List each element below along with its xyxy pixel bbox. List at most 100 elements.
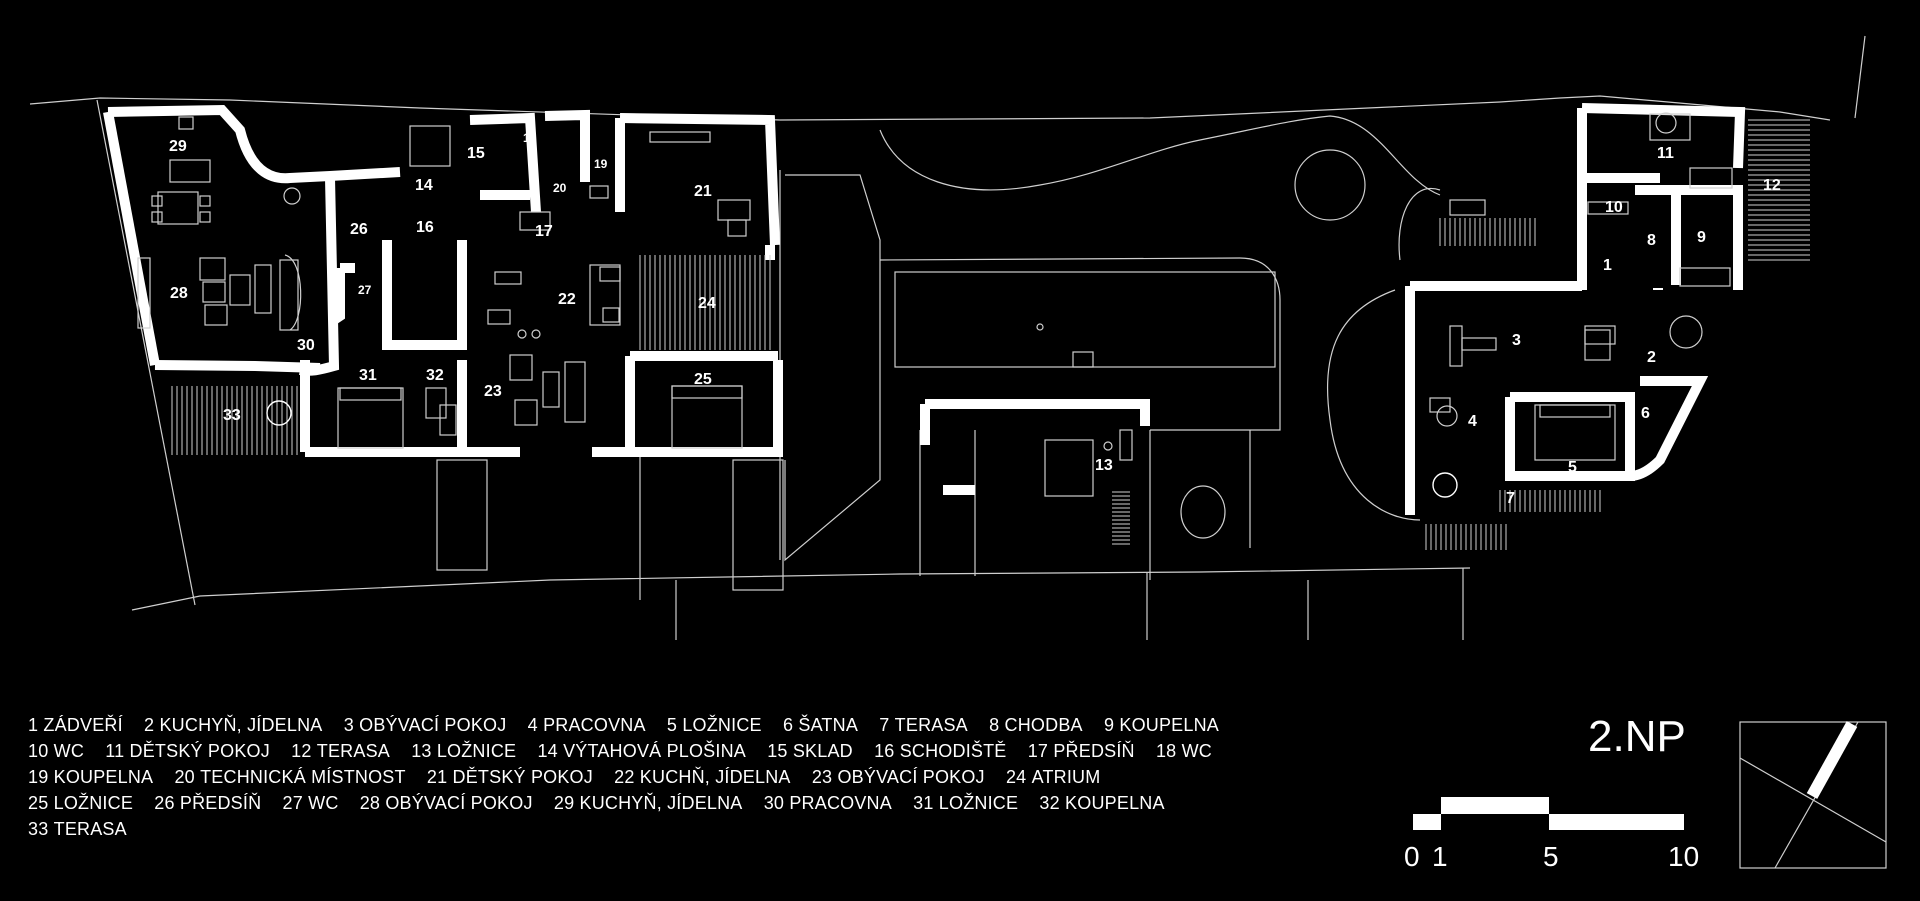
terrace-7-hatch <box>1499 490 1601 512</box>
legend-item-number: 26 <box>154 793 175 813</box>
room-label-29: 29 <box>169 138 187 155</box>
legend-item-name: WC <box>1181 741 1212 761</box>
room-label-3: 3 <box>1512 332 1521 349</box>
room-label-21: 21 <box>694 183 712 200</box>
room-label-6: 6 <box>1641 405 1650 422</box>
legend-item: 27 WC <box>283 793 339 813</box>
legend-item-name: LOŽNICE <box>436 741 517 761</box>
legend-item-name: PŘEDSÍŇ <box>179 793 262 813</box>
stair-13-hatch <box>1112 491 1130 545</box>
hatching <box>171 119 1810 550</box>
legend-item-number: 20 <box>174 767 195 787</box>
room-label-1: 1 <box>1603 257 1612 274</box>
legend-item: 28 OBÝVACÍ POKOJ <box>360 793 533 813</box>
room-label-26: 26 <box>350 221 368 238</box>
legend-item-name: OBÝVACÍ POKOJ <box>837 767 985 787</box>
legend-item: 21 DĚTSKÝ POKOJ <box>427 767 593 787</box>
room-label-30: 30 <box>297 337 315 354</box>
room-label-23: 23 <box>484 383 502 400</box>
legend-item: 18 WC <box>1156 741 1212 761</box>
terrace-12-hatch <box>1748 119 1810 261</box>
legend-item: 32 KOUPELNA <box>1039 793 1164 813</box>
legend-item-number: 5 <box>666 715 678 735</box>
legend-item-number: 23 <box>811 767 833 787</box>
room-label-12: 12 <box>1763 177 1781 194</box>
legend-item-number: 2 <box>144 715 155 735</box>
room-label-16: 16 <box>416 219 434 236</box>
room-label-33: 33 <box>223 407 241 424</box>
legend-item: 3 OBÝVACÍ POKOJ <box>344 715 507 735</box>
legend-item-name: ATRIUM <box>1031 767 1101 787</box>
walls <box>103 103 1746 515</box>
legend-item-name: ŠATNA <box>798 715 859 735</box>
legend-item-number: 3 <box>343 715 354 735</box>
room-labels: 1 2 3 4 5 6 7 8 9 10 11 12 13 14 15 16 1… <box>169 131 1781 507</box>
legend-item: 10 WC <box>28 741 84 761</box>
legend-item-name: PŘEDSÍŇ <box>1053 741 1135 761</box>
legend-item-number: 31 <box>913 793 934 813</box>
atrium-24-hatch <box>639 255 771 350</box>
legend-item-number: 14 <box>537 741 558 761</box>
legend-item: 33 TERASA <box>28 819 127 839</box>
scale-label-5: 5 <box>1543 841 1559 872</box>
legend-item-name: LOŽNICE <box>938 793 1019 813</box>
legend-item: 12 TERASA <box>291 741 390 761</box>
legend-item-name: SCHODIŠTĚ <box>899 741 1007 761</box>
scale-label-1: 1 <box>1432 841 1448 872</box>
legend-item-name: TERASA <box>894 715 968 735</box>
legend-item-name: KUCHŇ, JÍDELNA <box>639 767 791 787</box>
scale-labels: 0 1 5 10 <box>1404 841 1699 872</box>
scale-seg-0-1 <box>1413 814 1441 830</box>
legend-item-name: PRACOVNA <box>543 715 646 735</box>
legend-item-name: ZÁDVEŘÍ <box>43 715 123 735</box>
legend-item-number: 13 <box>411 741 432 761</box>
room-label-28: 28 <box>170 285 188 302</box>
legend-item-name: KOUPELNA <box>53 767 154 787</box>
scale-label-0: 0 <box>1404 841 1420 872</box>
legend-item-number: 22 <box>614 767 635 787</box>
legend-item: 30 PRACOVNA <box>764 793 892 813</box>
room-label-9: 9 <box>1697 229 1706 246</box>
legend-item-number: 6 <box>782 715 794 735</box>
legend-item: 17 PŘEDSÍŇ <box>1028 741 1135 761</box>
legend-item-name: CHODBA <box>1004 715 1083 735</box>
legend-item-name: DĚTSKÝ POKOJ <box>129 741 270 761</box>
legend-item-number: 1 <box>28 715 39 735</box>
room-label-19: 19 <box>594 157 608 171</box>
legend-item: 25 LOŽNICE <box>28 793 133 813</box>
room-legend: 1 ZÁDVEŘÍ 2 KUCHYŇ, JÍDELNA 3 OBÝVACÍ PO… <box>28 712 1238 842</box>
room-label-24: 24 <box>698 295 716 312</box>
room-label-27: 27 <box>358 283 372 297</box>
legend-item-number: 17 <box>1027 741 1049 761</box>
north-arrow <box>1739 721 1887 869</box>
legend-item: 29 KUCHYŇ, JÍDELNA <box>554 793 743 813</box>
legend-item: 14 VÝTAHOVÁ PLOŠINA <box>537 741 746 761</box>
legend-item: 13 LOŽNICE <box>411 741 516 761</box>
legend-item-name: WC <box>308 793 339 813</box>
legend-item-name: LOŽNICE <box>682 715 762 735</box>
legend-item: 4 PRACOVNA <box>528 715 646 735</box>
room-label-4: 4 <box>1468 413 1477 430</box>
furniture <box>137 112 1733 497</box>
west-stair-hatch <box>1425 524 1507 550</box>
legend-item: 24 ATRIUM <box>1006 767 1100 787</box>
legend-item-number: 7 <box>879 715 890 735</box>
legend-item-name: VÝTAHOVÁ PLOŠINA <box>563 741 746 761</box>
legend-item: 2 KUCHYŇ, JÍDELNA <box>144 715 322 735</box>
legend-item-number: 16 <box>874 741 895 761</box>
legend-item: 26 PŘEDSÍŇ <box>154 793 261 813</box>
legend-item-number: 28 <box>359 793 381 813</box>
legend-item: 31 LOŽNICE <box>913 793 1018 813</box>
legend-item-number: 10 <box>28 741 49 761</box>
legend-item-number: 9 <box>1103 715 1115 735</box>
scale-seg-1-5 <box>1441 797 1549 814</box>
scale-seg-5-10 <box>1549 814 1684 830</box>
terrace-furniture <box>266 400 1458 498</box>
legend-item-name: WC <box>53 741 85 761</box>
legend-item: 20 TECHNICKÁ MÍSTNOST <box>174 767 405 787</box>
legend-item-name: LOŽNICE <box>53 793 134 813</box>
room-label-31: 31 <box>359 367 377 384</box>
legend-item-number: 19 <box>28 767 49 787</box>
legend-item: 11 DĚTSKÝ POKOJ <box>105 741 270 761</box>
